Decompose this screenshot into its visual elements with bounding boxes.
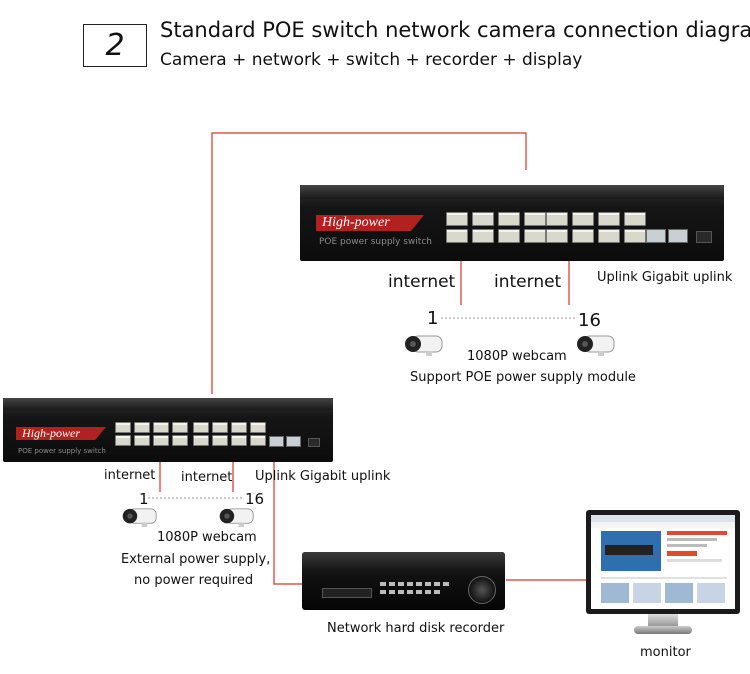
uplink-wire-top xyxy=(211,132,527,394)
monitor xyxy=(586,510,740,614)
camera-icon xyxy=(122,508,157,527)
monitor-base xyxy=(634,626,692,634)
camera-number-start-bottom: 1 xyxy=(139,490,149,508)
camera-number-end-bottom: 16 xyxy=(245,490,265,508)
diagram-title: Standard POE switch network camera conne… xyxy=(160,18,750,42)
uplink-port-2 xyxy=(286,436,301,447)
monitor-label: monitor xyxy=(640,645,691,660)
camera-icon xyxy=(219,508,254,527)
camera-note-top: Support POE power supply module xyxy=(410,370,636,385)
uplink-port-2 xyxy=(668,229,688,243)
port-grid-a xyxy=(115,422,188,446)
camera-icon xyxy=(405,335,443,356)
diagram-number-box: 2 xyxy=(83,24,147,67)
poe-switch-bottom: High-power POE power supply switch xyxy=(3,398,333,462)
recorder-buttons xyxy=(380,582,449,594)
uplink-port-1 xyxy=(646,229,666,243)
switch-brand-label: High-power xyxy=(16,427,106,440)
disk-slot xyxy=(322,588,372,598)
camera-caption-bottom: 1080P webcam xyxy=(157,530,257,545)
monitor-screen xyxy=(591,515,735,609)
port-grid-b xyxy=(546,212,646,243)
label-internet-top-right: internet xyxy=(494,272,562,292)
label-uplink-top: Uplink Gigabit uplink xyxy=(597,270,733,285)
recorder-top xyxy=(302,552,505,568)
port-grid-a xyxy=(446,212,546,243)
label-internet-bottom-right: internet xyxy=(181,470,233,485)
uplink-port-1 xyxy=(269,436,284,447)
network-video-recorder xyxy=(302,552,505,610)
diagram-subtitle: Camera + network + switch + recorder + d… xyxy=(160,50,583,70)
switch-brand-label: High-power xyxy=(316,215,424,231)
webpage-thumbnail xyxy=(591,515,735,603)
sfp-port xyxy=(696,231,712,243)
jog-dial xyxy=(468,576,496,604)
diagram-number: 2 xyxy=(105,28,125,63)
camera-icon xyxy=(577,335,615,356)
monitor-stand xyxy=(648,614,678,626)
camera-note-bottom-line1: External power supply, xyxy=(121,552,271,567)
port-grid-b xyxy=(193,422,266,446)
camera-note-bottom-line2: no power required xyxy=(134,573,254,588)
camera-number-end-top: 16 xyxy=(578,310,601,331)
switch-brand-sub: POE power supply switch xyxy=(18,447,106,455)
sfp-port xyxy=(308,438,320,447)
camera-number-start-top: 1 xyxy=(427,308,439,329)
camera-caption-top: 1080P webcam xyxy=(467,349,567,364)
switch-top-lid xyxy=(300,185,724,199)
switch-brand-sub: POE power supply switch xyxy=(319,237,432,247)
switch-top-lid xyxy=(3,398,333,410)
label-internet-bottom-left: internet xyxy=(104,468,156,483)
recorder-label: Network hard disk recorder xyxy=(327,621,505,636)
uplink-wire-bottom xyxy=(273,452,303,585)
poe-switch-top: High-power POE power supply switch xyxy=(300,185,724,261)
label-uplink-bottom: Uplink Gigabit uplink xyxy=(255,469,391,484)
label-internet-top-left: internet xyxy=(388,272,456,292)
